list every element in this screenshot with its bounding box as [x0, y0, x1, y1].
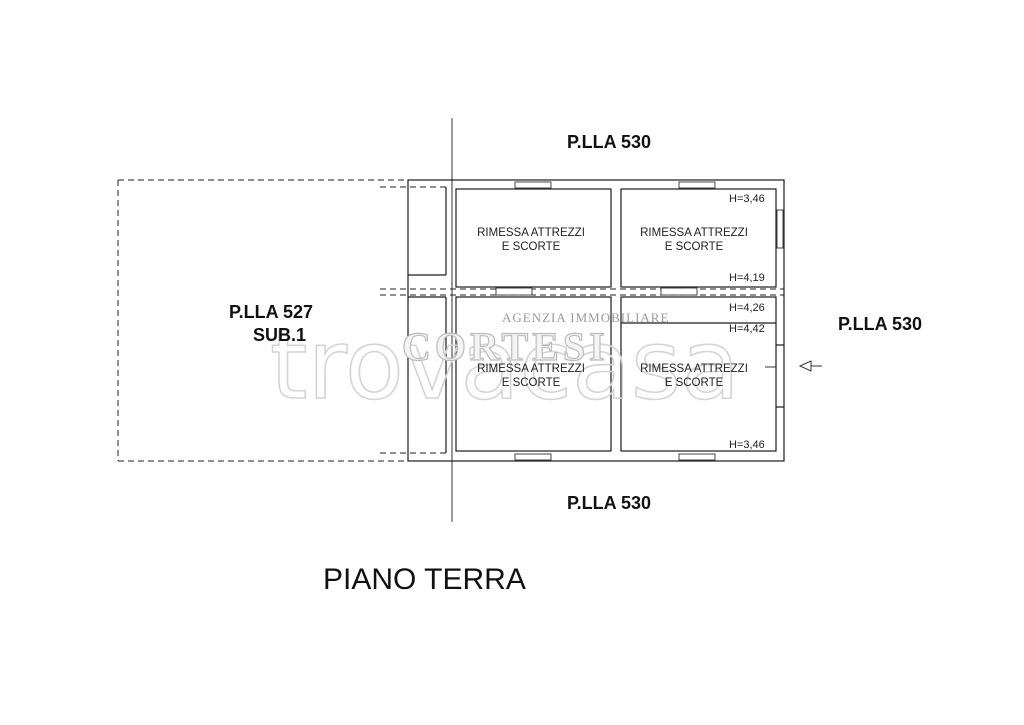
room-label: E SCORTE — [502, 377, 561, 389]
room-label: RIMESSA ATTREZZI — [640, 227, 748, 239]
height-label: H=3,46 — [729, 193, 765, 205]
room-label: RIMESSA ATTREZZI — [477, 227, 585, 239]
room-label: E SCORTE — [502, 241, 561, 253]
watermark-site: trovacasa — [270, 309, 740, 421]
floor-title: PIANO TERRA — [323, 563, 526, 596]
windows — [495, 181, 784, 461]
room-label: E SCORTE — [665, 377, 724, 389]
watermark: trovacasa AGENZIA IMMOBILIARE CORTESI — [269, 308, 740, 422]
height-label: H=3,46 — [729, 439, 765, 451]
plot-label-west: P.LLA 527 — [229, 302, 313, 322]
height-label: H=4,26 — [729, 302, 765, 314]
watermark-agency: AGENZIA IMMOBILIARE — [502, 310, 669, 325]
entrance-arrow-icon — [798, 360, 822, 372]
door-openings — [765, 344, 784, 408]
room-label: RIMESSA ATTREZZI — [640, 363, 748, 375]
plot-label-east: P.LLA 530 — [838, 314, 922, 334]
room-label: RIMESSA ATTREZZI — [477, 363, 585, 375]
exterior-walls — [407, 179, 785, 462]
room-label: E SCORTE — [665, 241, 724, 253]
watermark-brand: CORTESI — [402, 324, 609, 369]
plot-label-south: P.LLA 530 — [567, 493, 651, 513]
plot-label-north: P.LLA 530 — [567, 132, 651, 152]
height-label: H=4,42 — [729, 323, 765, 335]
dashed-plot-outline — [117, 179, 446, 462]
height-label: H=4,19 — [729, 272, 765, 284]
plot-label-west-sub: SUB.1 — [253, 325, 306, 345]
room-outlines — [380, 188, 784, 452]
